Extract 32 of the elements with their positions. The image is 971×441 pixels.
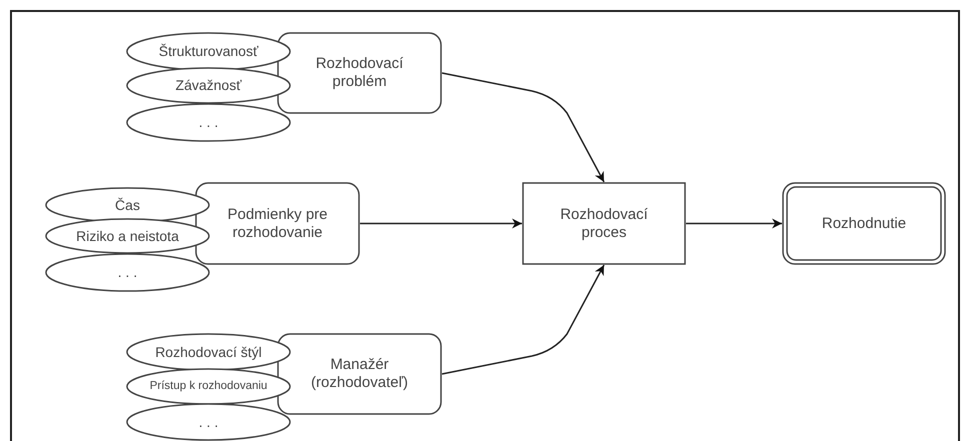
node-label: Rozhodnutie (822, 214, 906, 232)
node-label: Riziko a neistota (76, 228, 179, 244)
node-label: Manažér (rozhodovateľ) (310, 356, 409, 392)
process-box (522, 182, 686, 265)
rounded-box (277, 333, 442, 415)
node-label: Čas (115, 196, 140, 214)
node-label: Rozhodovací proces (559, 206, 649, 242)
ellipse (126, 103, 291, 142)
node-label: . . . (198, 114, 218, 131)
node-label: Štrukturovanosť (158, 43, 258, 60)
node-label: Rozhodovací štýl (155, 344, 262, 360)
node-label: Prístup k rozhodovaniu (150, 380, 268, 394)
ellipse (126, 32, 291, 71)
node-label: Podmienky pre rozhodovanie (226, 206, 329, 242)
ellipse (126, 403, 291, 441)
arrow (442, 264, 605, 375)
double-bordered-box (782, 182, 946, 265)
ellipse (45, 187, 210, 223)
arrow (442, 72, 605, 182)
rounded-box (277, 32, 442, 114)
rounded-box (195, 182, 360, 265)
ellipse (126, 333, 291, 371)
ellipse (45, 253, 210, 292)
node-label: Závažnosť (176, 77, 242, 94)
arrow (360, 218, 522, 228)
node-label: . . . (118, 264, 138, 281)
node-label: . . . (198, 414, 218, 430)
ellipse (126, 368, 291, 405)
ellipse (126, 67, 291, 104)
node-label: Rozhodovací problém (314, 55, 404, 91)
ellipse (45, 218, 210, 254)
arrow (686, 218, 782, 228)
